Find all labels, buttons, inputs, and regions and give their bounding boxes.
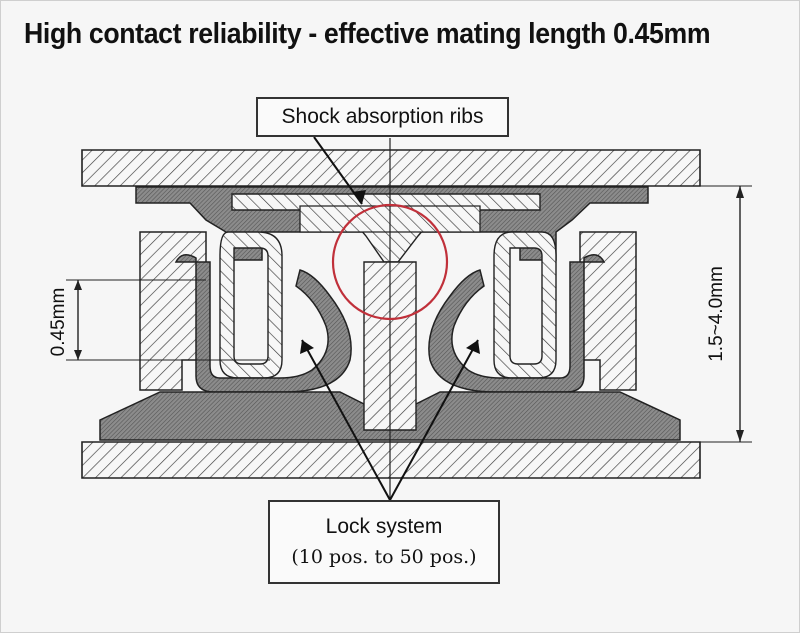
lock-leader-left	[301, 339, 391, 501]
dim-045-label: 0.45mm	[48, 288, 69, 357]
lock-system-callout: Lock system (10 pos. to 50 pos.)	[268, 500, 500, 584]
dim-stack-arrow-top	[736, 186, 744, 198]
dim-045-arrow-top	[74, 280, 82, 290]
diagram-title: High contact reliability - effective mat…	[24, 18, 711, 50]
dim-stack-arrow-bottom	[736, 430, 744, 442]
dim-045-arrow-bottom	[74, 350, 82, 360]
shock-rib-highlight	[331, 203, 449, 321]
dim-stack-label: 1.5~4.0mm	[706, 266, 727, 362]
lock-leader-right-arrow	[466, 340, 480, 354]
left-receptacle-contact	[174, 254, 352, 393]
right-receptacle-contact	[428, 254, 606, 393]
shock-leader-arrow	[352, 190, 366, 204]
top-board	[81, 149, 701, 187]
bottom-board	[81, 441, 701, 479]
shock-absorption-callout: Shock absorption ribs	[256, 97, 509, 137]
lock-system-label: Lock system	[325, 515, 443, 538]
lock-leader-left-arrow	[300, 340, 314, 354]
lock-leader-right	[389, 339, 479, 501]
shock-absorption-label: Shock absorption ribs	[281, 105, 484, 128]
lock-system-range: (10 pos. to 50 pos.)	[291, 546, 477, 568]
